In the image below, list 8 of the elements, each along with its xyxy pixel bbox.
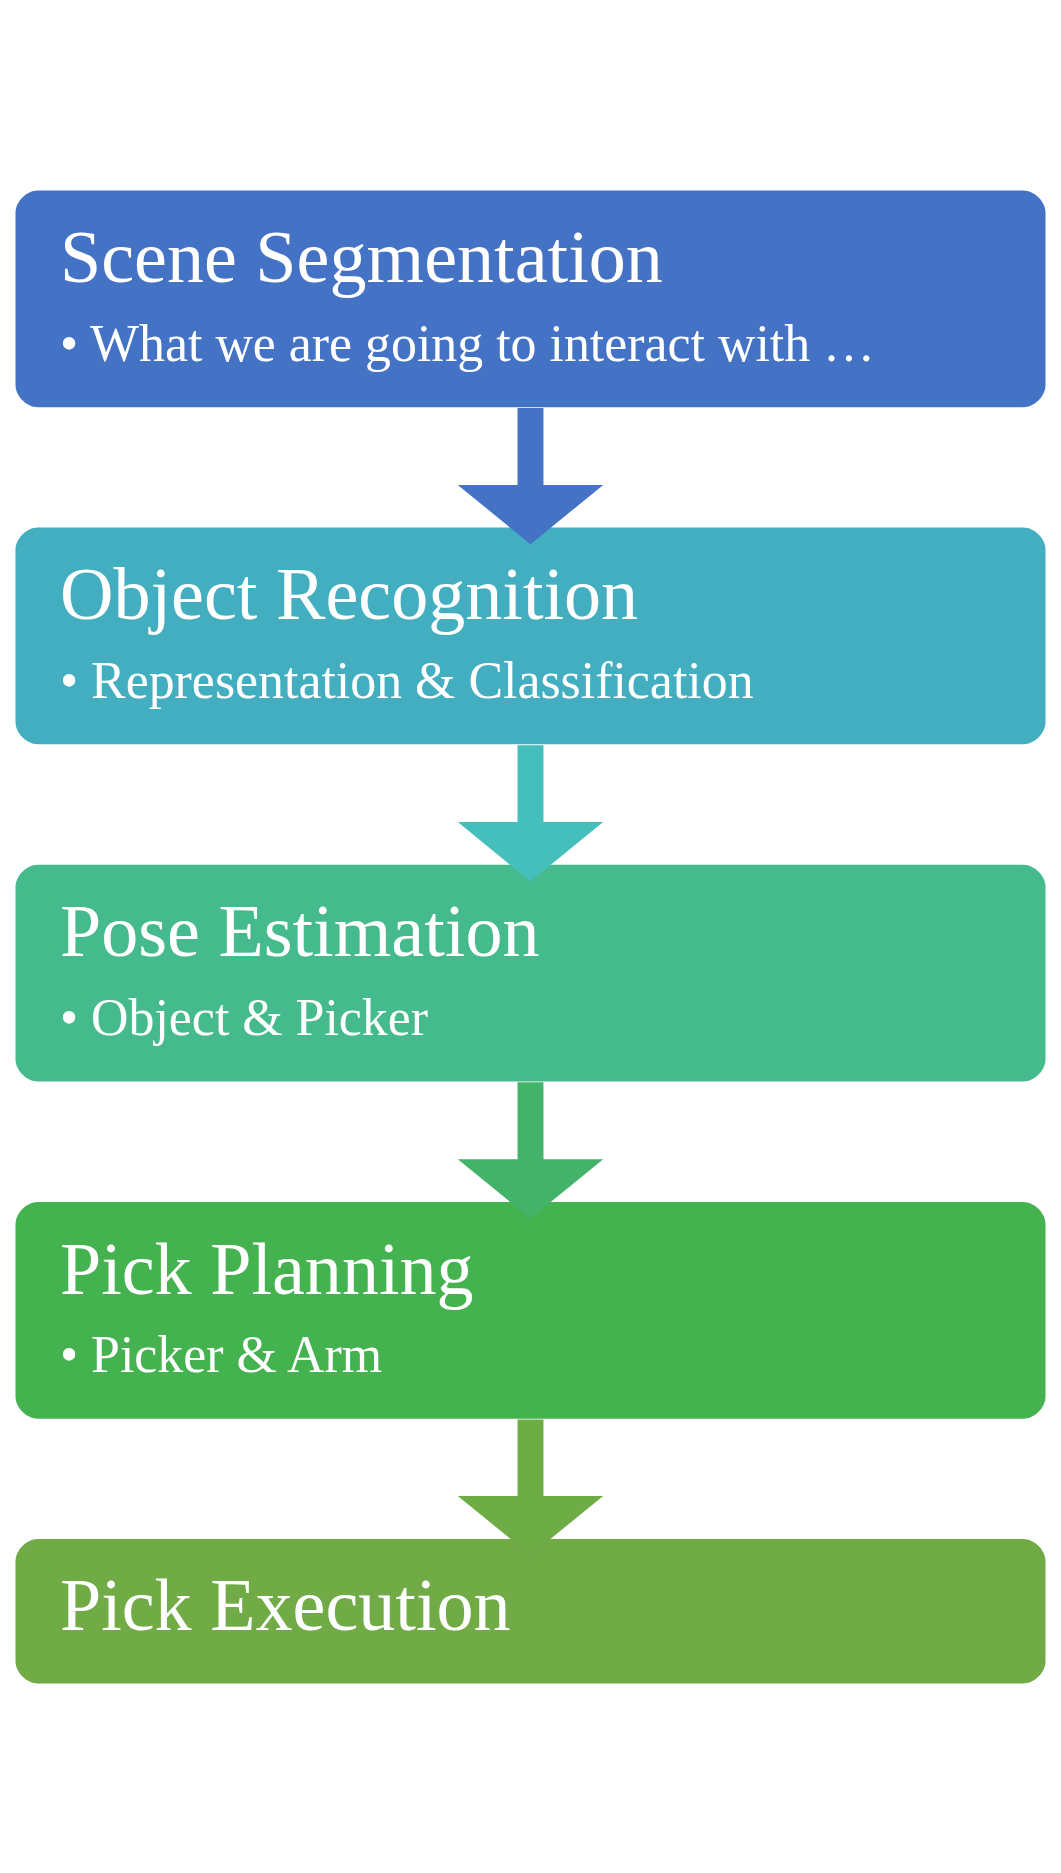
arrow (457, 744, 604, 881)
node-box: Pick Planning • Picker & Arm (15, 1201, 1046, 1419)
node-box: Pose Estimation • Object & Picker (15, 864, 1046, 1081)
node-box: Pick Execution (15, 1538, 1046, 1684)
node-box: Scene Segmentation • What we are going to interact with … (15, 189, 1046, 407)
node-box: Object Recognition • Representation & Classification (15, 527, 1046, 744)
arrow (457, 1081, 604, 1219)
arrow (457, 407, 604, 544)
